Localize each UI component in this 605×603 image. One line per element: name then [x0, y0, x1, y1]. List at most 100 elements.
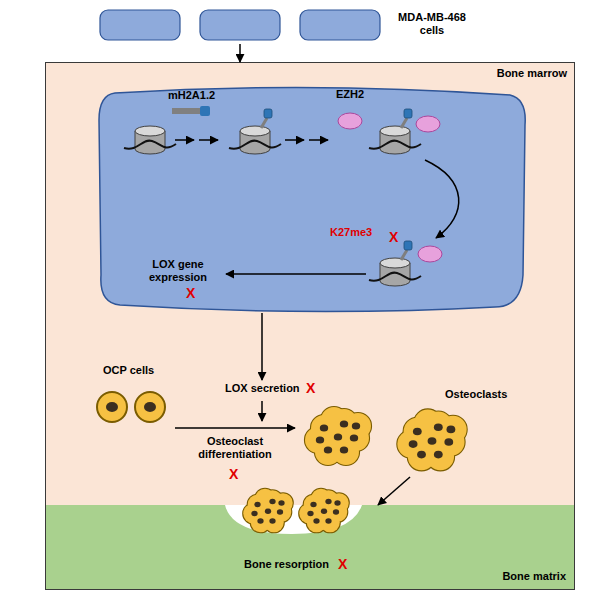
flow-arrow [378, 477, 410, 505]
node-text: mH2A1.2 [168, 89, 215, 102]
drawing-part [345, 413, 371, 439]
drawing-part [273, 493, 293, 513]
drawing-part [416, 116, 440, 132]
drawing-part [428, 437, 437, 445]
drawing-part [225, 489, 362, 534]
drawing-part [264, 109, 272, 118]
tumor-cell: mH2A1.2 EZH2K27me3LOX gene expression [95, 85, 527, 313]
drawing-part [100, 10, 180, 40]
process-label: Bone resorption [244, 558, 329, 571]
drawing-part [324, 446, 332, 453]
drawing-part [369, 273, 421, 281]
inhibition-mark: X [306, 380, 315, 396]
flow-arrow [175, 427, 295, 429]
node-text: OCP cells [103, 364, 154, 377]
text-holder: EZH2 [336, 88, 364, 101]
drawing-part [269, 499, 275, 504]
drawing-part [144, 402, 156, 412]
drawing-part [97, 392, 165, 422]
drawing-part [345, 413, 371, 439]
drawing-part [97, 392, 127, 422]
drawing-part [273, 493, 293, 513]
inhibition-mark: X [389, 229, 398, 245]
node-text: LOX gene expression [138, 258, 218, 284]
drawing-part [251, 511, 257, 516]
drawing-part [305, 407, 467, 470]
node-text: LOX secretion [225, 382, 300, 395]
text-holder: LOX secretion [225, 382, 300, 395]
text-holder: mH2A1.2 [168, 89, 215, 102]
drawing-part [329, 493, 349, 513]
drawing-part [269, 518, 275, 523]
drawing-part [413, 428, 422, 436]
drawing-part [409, 440, 418, 448]
drawing-part [380, 126, 410, 136]
text-holder: LOX gene expression [138, 258, 218, 284]
drawing-part [200, 106, 210, 116]
drawing-part [172, 108, 200, 114]
drawing-part [199, 139, 218, 141]
node-text: EZH2 [336, 88, 364, 101]
drawing-part [401, 250, 407, 260]
ocp-cell-group: OCP cells [85, 362, 175, 434]
drawing-part [333, 509, 339, 514]
drawing-part [321, 509, 327, 514]
drawing-part [338, 113, 362, 129]
text-holder: Bone matrix [502, 570, 566, 583]
drawing-part [311, 489, 331, 509]
edge-label: Osteoclast differentiation [187, 435, 283, 461]
drawing-part [99, 87, 525, 311]
node-text: Bone marrow [497, 67, 567, 80]
drawing-part [418, 246, 442, 262]
node-text: K27me3 [330, 226, 372, 239]
drawing-part [417, 451, 426, 459]
drawing-part [255, 489, 275, 509]
flow-arrow [261, 313, 263, 380]
drawing-part [240, 126, 270, 136]
text-holder: MDA-MB-468 cells [396, 11, 468, 37]
bone-matrix-band: Bone matrix [46, 505, 574, 589]
drawing-part [316, 436, 324, 443]
drawing-part [257, 518, 263, 523]
osteoclast-group: Osteoclasts [295, 385, 520, 477]
drawing-part [135, 126, 165, 136]
drawing-part [262, 401, 263, 421]
drawing-part [175, 139, 194, 141]
drawing-part [135, 392, 165, 422]
drawing-part [300, 10, 380, 40]
node-text: MDA-MB-468 cells [396, 11, 468, 37]
drawing-part [99, 87, 525, 311]
inhibition-mark: X [186, 285, 195, 301]
inhibition-mark: X [229, 466, 238, 482]
drawing-part [444, 438, 453, 446]
drawing-part [285, 139, 304, 141]
drawing-part [261, 118, 267, 128]
inhibition-mark: X [338, 556, 347, 572]
drawing-part [380, 258, 410, 268]
drawing-part [200, 10, 280, 40]
drawing-part [124, 141, 176, 149]
drawing-part [278, 500, 284, 505]
text-holder: Bone marrow [497, 67, 567, 80]
node-text: Osteoclasts [445, 388, 507, 401]
drawing-part [277, 509, 283, 514]
node-text: Bone matrix [502, 570, 566, 583]
drawing-part [226, 273, 366, 275]
bone-marrow-region: Bone marrow mH2A1.2 EZH2K27me3LOX gene exp… [45, 62, 575, 590]
drawing-part [439, 416, 466, 443]
drawing-part [229, 141, 281, 149]
text-holder: Osteoclasts [445, 388, 507, 401]
drawing-part [404, 109, 412, 118]
drawing-part [307, 511, 313, 516]
drawing-part [100, 10, 380, 40]
drawing-part [320, 424, 328, 431]
drawing-part [325, 518, 331, 523]
drawing-part [334, 433, 342, 440]
text-holder: K27me3 [330, 226, 372, 239]
text-holder: OCP cells [103, 364, 154, 377]
drawing-part [369, 141, 421, 149]
drawing-part [106, 402, 118, 412]
drawing-part [261, 401, 263, 421]
drawing-part [434, 451, 443, 459]
